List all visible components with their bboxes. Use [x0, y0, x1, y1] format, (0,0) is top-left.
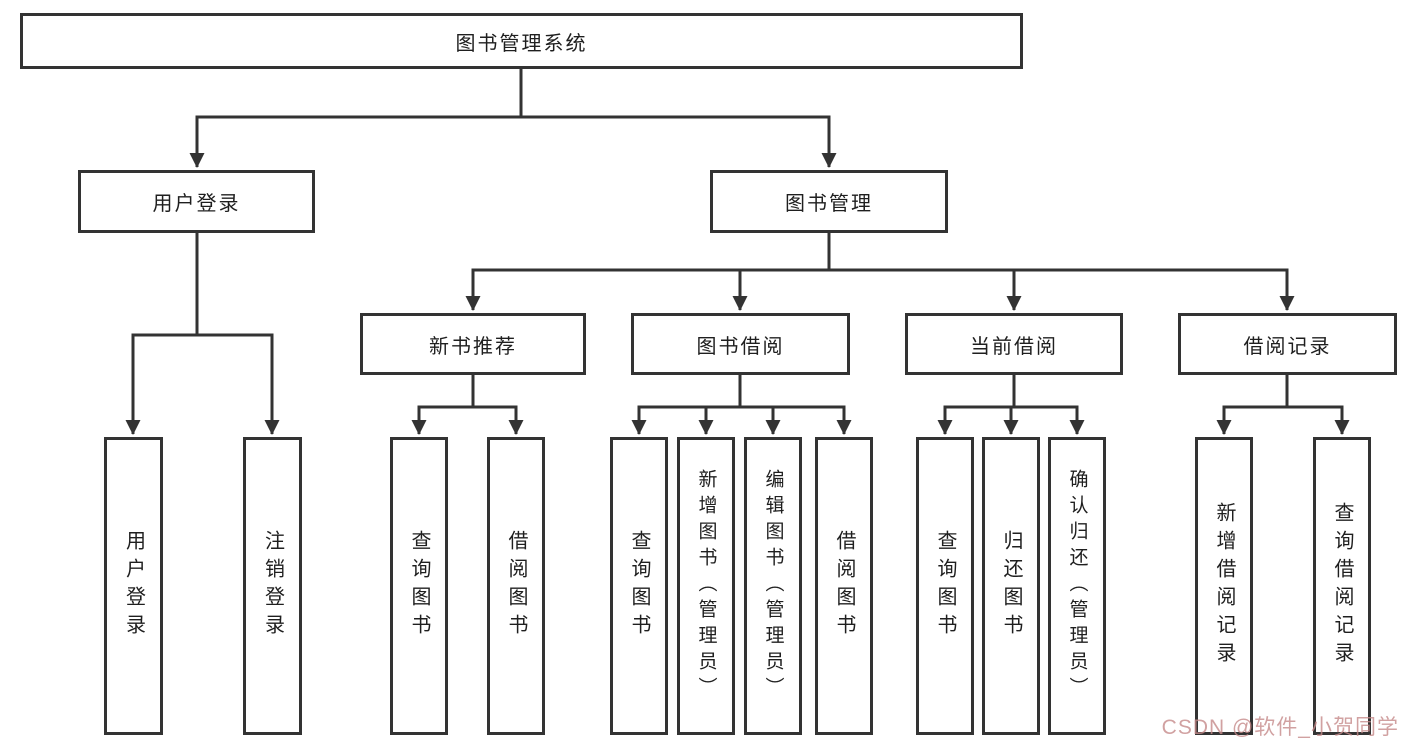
leaf-borrow-book: 借阅图书 — [815, 437, 873, 735]
leaf-newbooks-borrow-label: 借阅图书 — [505, 530, 527, 642]
leaf-borrow-book-label: 借阅图书 — [833, 530, 855, 642]
leaf-records-query-label: 查询借阅记录 — [1331, 502, 1353, 670]
node-borrow-records-label: 借阅记录 — [1243, 335, 1332, 358]
node-user-login-label: 用户登录 — [152, 193, 241, 215]
node-book-manage-label: 图书管理 — [785, 193, 873, 215]
leaf-logout: 注销登录 — [243, 437, 302, 735]
watermark: CSDN @软件_小贺同学 — [1161, 716, 1399, 739]
leaf-current-return-label: 归还图书 — [1000, 530, 1022, 642]
leaf-user-login-label: 用户登录 — [122, 530, 145, 642]
leaf-current-return: 归还图书 — [982, 437, 1040, 735]
node-book-manage: 图书管理 — [710, 170, 948, 233]
node-current-borrow-label: 当前借阅 — [970, 335, 1058, 358]
node-book-borrow: 图书借阅 — [631, 313, 850, 375]
leaf-borrow-edit-admin-label: 编辑图书（管理员） — [762, 469, 784, 703]
node-current-borrow: 当前借阅 — [905, 313, 1123, 375]
leaf-borrow-query: 查询图书 — [610, 437, 668, 735]
leaf-current-query: 查询图书 — [916, 437, 974, 735]
leaf-current-confirm-admin-label: 确认归还（管理员） — [1066, 469, 1088, 703]
leaf-current-confirm-admin: 确认归还（管理员） — [1048, 437, 1106, 735]
leaf-newbooks-borrow: 借阅图书 — [487, 437, 545, 735]
leaf-records-add: 新增借阅记录 — [1195, 437, 1253, 735]
leaf-logout-label: 注销登录 — [261, 530, 284, 642]
node-borrow-records: 借阅记录 — [1178, 313, 1397, 375]
node-book-borrow-label: 图书借阅 — [696, 335, 785, 358]
node-root-label: 图书管理系统 — [455, 32, 588, 55]
leaf-borrow-add-admin: 新增图书（管理员） — [677, 437, 735, 735]
leaf-borrow-add-admin-label: 新增图书（管理员） — [695, 469, 717, 703]
leaf-newbooks-query: 查询图书 — [390, 437, 448, 735]
leaf-current-query-label: 查询图书 — [934, 530, 956, 642]
node-new-books: 新书推荐 — [360, 313, 586, 375]
leaf-newbooks-query-label: 查询图书 — [408, 530, 430, 642]
leaf-borrow-query-label: 查询图书 — [628, 530, 650, 642]
leaf-borrow-edit-admin: 编辑图书（管理员） — [744, 437, 802, 735]
leaf-user-login: 用户登录 — [104, 437, 163, 735]
node-user-login: 用户登录 — [78, 170, 315, 233]
node-root: 图书管理系统 — [20, 13, 1023, 69]
node-new-books-label: 新书推荐 — [429, 335, 517, 358]
leaf-records-add-label: 新增借阅记录 — [1213, 502, 1235, 670]
leaf-records-query: 查询借阅记录 — [1313, 437, 1371, 735]
